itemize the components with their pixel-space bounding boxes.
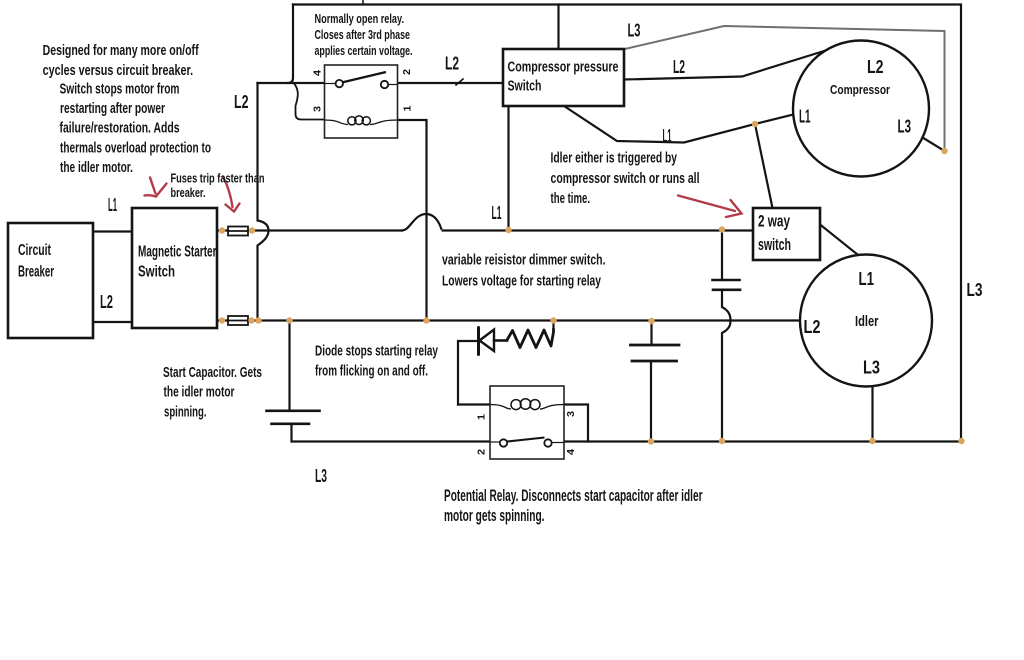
svg-text:from flicking on and off.: from flicking on and off. (315, 363, 428, 380)
svg-text:L2: L2 (804, 316, 821, 337)
svg-text:L3: L3 (315, 465, 327, 486)
svg-text:2: 2 (402, 69, 413, 75)
svg-text:L1: L1 (663, 125, 672, 146)
svg-text:the time.: the time. (551, 190, 591, 207)
svg-text:Compressor: Compressor (830, 82, 890, 97)
svg-text:L1: L1 (492, 202, 502, 223)
svg-text:applies certain voltage.: applies certain voltage. (315, 43, 413, 58)
svg-text:motor gets spinning.: motor gets spinning. (444, 507, 545, 525)
svg-text:failure/restoration. Adds: failure/restoration. Adds (60, 120, 180, 137)
svg-text:L2: L2 (100, 291, 113, 312)
svg-text:L3: L3 (898, 116, 912, 137)
svg-text:spinning.: spinning. (164, 404, 207, 421)
svg-text:Switch: Switch (138, 264, 175, 281)
svg-text:L3: L3 (863, 357, 880, 378)
svg-text:L2: L2 (867, 56, 884, 77)
svg-text:Normally open relay.: Normally open relay. (315, 11, 405, 26)
svg-text:1: 1 (477, 414, 488, 420)
svg-text:compressor switch or runs all: compressor switch or runs all (551, 170, 700, 187)
svg-text:L2: L2 (234, 91, 249, 112)
svg-text:breaker.: breaker. (171, 185, 206, 200)
svg-text:2: 2 (477, 449, 488, 455)
svg-text:Switch: Switch (508, 79, 542, 95)
svg-text:Designed for many more on/off: Designed for many more on/off (43, 42, 200, 59)
svg-text:Compressor pressure: Compressor pressure (508, 60, 619, 76)
svg-text:Fuses trip faster than: Fuses trip faster than (171, 171, 265, 186)
svg-text:1: 1 (403, 105, 414, 111)
svg-text:L2: L2 (445, 53, 459, 74)
svg-text:Switch stops motor from: Switch stops motor from (60, 81, 180, 98)
svg-text:switch: switch (758, 235, 791, 254)
svg-text:the idler motor: the idler motor (164, 384, 235, 401)
svg-text:Start Capacitor. Gets: Start Capacitor. Gets (163, 364, 262, 381)
svg-text:Circuit: Circuit (18, 242, 51, 259)
svg-text:3: 3 (566, 411, 577, 417)
svg-text:L1: L1 (799, 106, 811, 127)
svg-text:3: 3 (313, 106, 324, 112)
svg-text:2 way: 2 way (758, 212, 790, 231)
svg-text:Breaker: Breaker (18, 264, 54, 281)
svg-text:Lowers voltage for starting re: Lowers voltage for starting relay (442, 273, 601, 290)
svg-text:thermals overload protection t: thermals overload protection to (60, 140, 211, 157)
svg-text:L2: L2 (673, 56, 685, 77)
svg-text:variable reisistor dimmer swit: variable reisistor dimmer switch. (442, 252, 606, 269)
svg-text:Idler either is triggered by: Idler either is triggered by (551, 150, 678, 167)
svg-text:Closes after 3rd phase: Closes after 3rd phase (315, 27, 411, 42)
svg-text:cycles versus circuit breaker.: cycles versus circuit breaker. (43, 62, 194, 79)
svg-text:L3: L3 (967, 279, 983, 300)
svg-text:Idler: Idler (855, 313, 879, 330)
svg-text:restarting after power: restarting after power (60, 100, 165, 117)
svg-text:Potential Relay. Disconnects s: Potential Relay. Disconnects start capac… (444, 487, 703, 505)
svg-text:L1: L1 (108, 194, 117, 215)
svg-text:L1: L1 (859, 268, 875, 289)
svg-text:4: 4 (566, 449, 577, 455)
svg-text:4: 4 (313, 70, 324, 76)
svg-text:L3: L3 (628, 20, 641, 41)
svg-text:Magnetic Starter: Magnetic Starter (138, 244, 217, 261)
svg-text:Diode stops starting relay: Diode stops starting relay (315, 343, 438, 360)
svg-text:the idler motor.: the idler motor. (60, 159, 133, 176)
